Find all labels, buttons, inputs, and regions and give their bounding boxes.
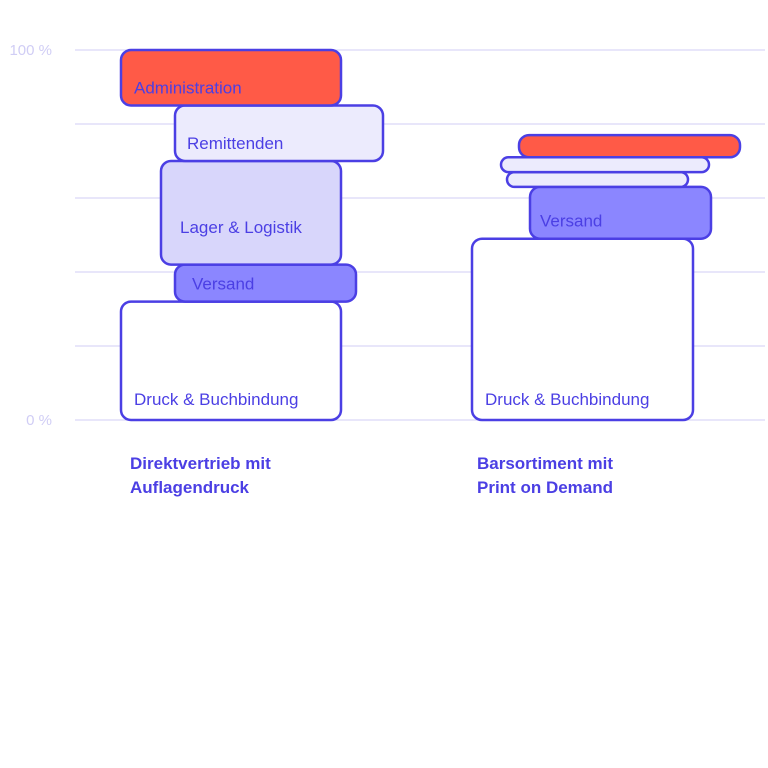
bar-2-segment-label-1: Druck & Buchbindung	[485, 390, 649, 409]
category-label-2-line-2: Print on Demand	[477, 478, 614, 497]
bar-1-segment-3	[159, 159, 343, 266]
bar-1-segment-label-1: Druck & Buchbindung	[134, 390, 298, 409]
category-label-1-line-1: Direktvertrieb mit	[130, 454, 271, 473]
bar-2-segment-label-2: Versand	[540, 212, 602, 231]
y-tick-label-1: 100 %	[9, 42, 52, 59]
category-label-1-line-2: Auflagendruck	[130, 478, 250, 497]
bar-1-segment-label-4: Remittenden	[187, 134, 283, 153]
bar-1-segment-label-5: Administration	[134, 79, 242, 98]
bar-1-segment-label-3: Lager & Logistik	[180, 218, 302, 237]
y-tick-label-0: 0 %	[26, 412, 52, 429]
category-label-2-line-1: Barsortiment mit	[477, 454, 614, 473]
bar-1-segment-5	[119, 48, 343, 107]
bar-2-segment-4	[499, 156, 711, 174]
category-label-2: Barsortiment mit Print on Demand	[477, 452, 613, 500]
bar-2-segment-3	[505, 170, 690, 189]
bar-1-segment-label-2: Versand	[192, 275, 254, 294]
category-label-1: Direktvertrieb mit Auflagendruck	[130, 452, 271, 500]
bar-2-segment-5	[517, 133, 742, 159]
